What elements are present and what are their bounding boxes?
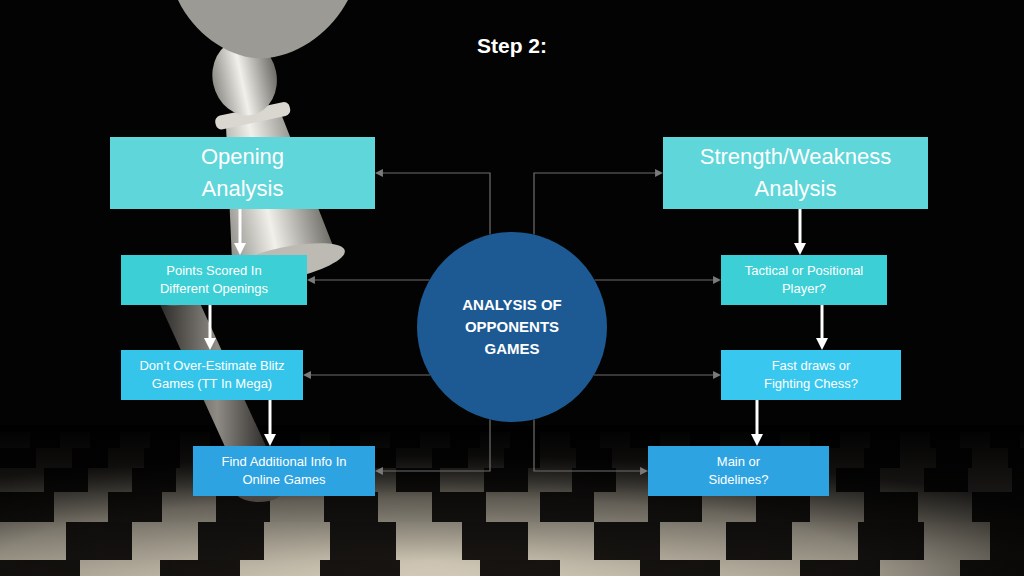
node-label: Opening Analysis <box>183 141 303 205</box>
link-line <box>378 173 490 235</box>
process-box: Find Additional Info In Online Games <box>193 446 375 496</box>
node-label: ANALYSIS OF OPPONENTS GAMES <box>442 294 582 359</box>
node-label: Main or Sidelines? <box>699 453 779 488</box>
node-label: Points Scored In Different Openings <box>144 262 284 297</box>
board-shade <box>0 425 1024 576</box>
flow-arrow <box>239 209 242 250</box>
node-label: Fast draws or Fighting Chess? <box>756 357 866 392</box>
center-circle: ANALYSIS OF OPPONENTS GAMES <box>417 232 607 422</box>
link-line <box>378 419 490 471</box>
process-box: Fast draws or Fighting Chess? <box>721 350 901 400</box>
process-box: Don’t Over-Estimate Blitz Games (TT In M… <box>121 350 303 400</box>
link-line <box>306 374 430 375</box>
process-box: Main or Sidelines? <box>648 446 829 496</box>
title: Step 2: <box>0 34 1024 58</box>
hand <box>178 0 348 58</box>
process-box: Points Scored In Different Openings <box>121 255 307 305</box>
flow-arrow <box>209 305 212 345</box>
chessboard <box>0 425 1024 576</box>
flow-arrow <box>799 209 802 250</box>
node-label: Don’t Over-Estimate Blitz Games (TT In M… <box>126 357 298 392</box>
flow-arrow <box>756 400 759 441</box>
link-line <box>595 279 718 280</box>
link-line <box>310 279 429 280</box>
node-label: Find Additional Info In Online Games <box>204 453 364 488</box>
category-box: Strength/Weakness Analysis <box>663 137 928 209</box>
category-box: Opening Analysis <box>110 137 375 209</box>
link-line <box>534 173 660 235</box>
node-label: Tactical or Positional Player? <box>729 262 879 297</box>
circle-fill <box>417 232 607 422</box>
link-line <box>594 374 718 375</box>
flow-arrow <box>821 305 824 345</box>
node-label: Strength/Weakness Analysis <box>671 141 921 205</box>
flow-arrow <box>269 400 272 441</box>
link-line <box>534 419 645 471</box>
process-box: Tactical or Positional Player? <box>721 255 887 305</box>
board-vignette <box>0 425 1024 576</box>
